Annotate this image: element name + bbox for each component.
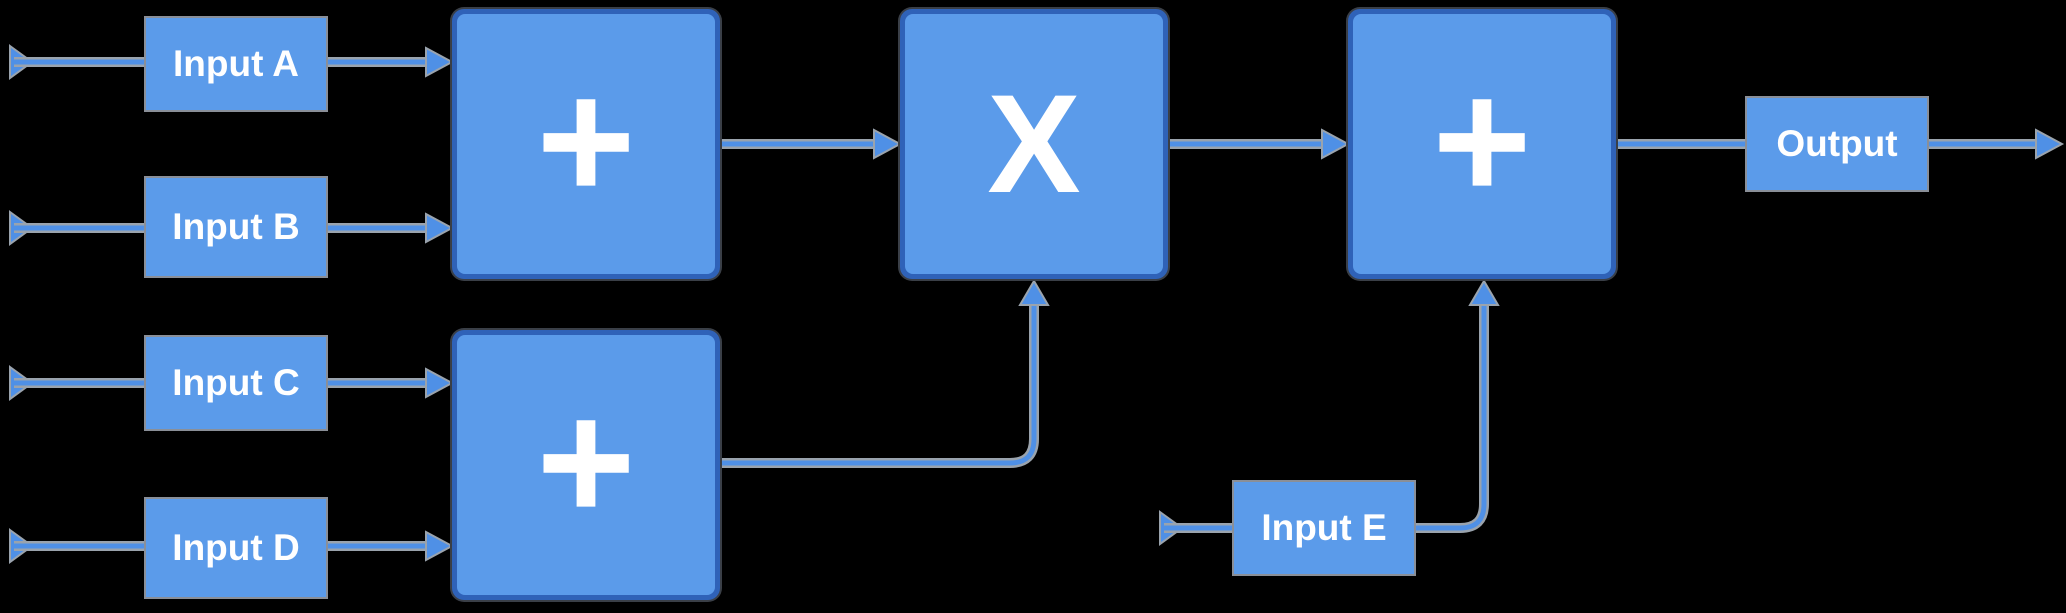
input-e-to-adder-wire-halo	[1416, 300, 1489, 533]
input-a-box: Input A	[144, 16, 328, 112]
adder-bottom-to-multiplier-wire-halo	[720, 300, 1039, 468]
adder-final-bottom-arrowhead	[1468, 279, 1500, 306]
input-d-arrowhead	[425, 530, 455, 562]
plus-icon: +	[1432, 46, 1532, 236]
input-c-arrowhead	[425, 367, 455, 399]
input-b-box: Input B	[144, 176, 328, 278]
adder-bottom-to-multiplier-wire	[720, 300, 1037, 466]
input-c-box: Input C	[144, 335, 328, 431]
plus-icon: +	[536, 367, 636, 557]
multiplier-bottom-arrowhead	[1018, 279, 1050, 306]
plus-icon: +	[536, 46, 636, 236]
adder-final-face: +	[1353, 14, 1611, 274]
input-c-label: Input C	[172, 362, 300, 403]
multiplier-input-arrowhead	[873, 128, 903, 160]
adder-final-input-arrowhead	[1321, 128, 1351, 160]
input-e-to-adder-wire	[1416, 300, 1487, 531]
adder-bottom-block: +	[452, 330, 720, 600]
adder-top-block: +	[452, 9, 720, 279]
adder-bottom-face: +	[457, 335, 715, 595]
multiplier-block: X	[900, 9, 1168, 279]
output-label: Output	[1776, 123, 1898, 164]
input-d-label: Input D	[172, 527, 300, 568]
multiply-icon: X	[987, 65, 1081, 222]
input-a-arrowhead	[425, 46, 455, 78]
multiplier-face: X	[905, 14, 1163, 274]
input-e-label: Input E	[1261, 507, 1387, 548]
output-arrowhead	[2035, 128, 2065, 160]
adder-final-block: +	[1348, 9, 1616, 279]
output-box: Output	[1745, 96, 1929, 192]
input-b-label: Input B	[172, 206, 300, 247]
input-e-box: Input E	[1232, 480, 1416, 576]
input-a-label: Input A	[172, 43, 300, 84]
input-b-arrowhead	[425, 212, 455, 244]
input-d-box: Input D	[144, 497, 328, 599]
adder-top-face: +	[457, 14, 715, 274]
